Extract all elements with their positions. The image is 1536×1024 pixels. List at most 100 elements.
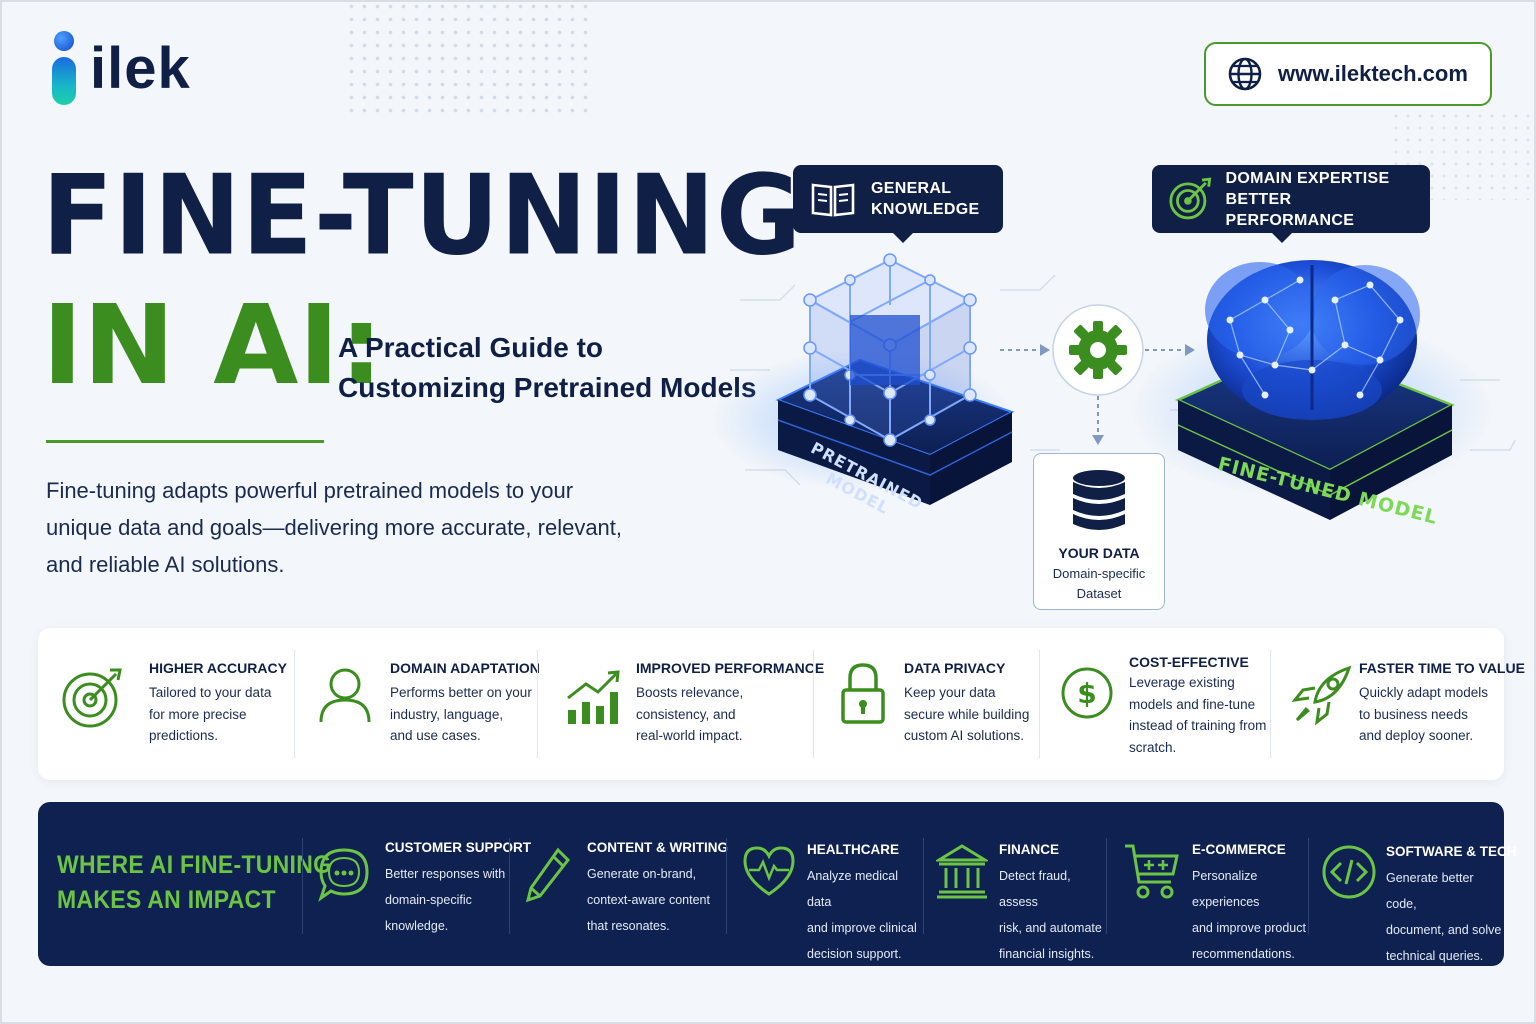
feature-line: Keep your data xyxy=(904,685,996,700)
impact-item-line: Generate better code, xyxy=(1386,871,1474,911)
divider xyxy=(1106,838,1107,934)
diagram-graphics xyxy=(712,253,1516,520)
impact-item-line: Better responses with xyxy=(385,867,506,881)
feature-title: DATA PRIVACY xyxy=(904,660,1006,676)
impact-item-title: CUSTOMER SUPPORT xyxy=(385,840,532,855)
title-underline xyxy=(46,440,324,443)
page-title-accent: IN AI: xyxy=(42,281,384,409)
feature-higher-accuracy: HIGHER ACCURACY Tailored to your data fo… xyxy=(38,628,293,780)
rocket-icon xyxy=(1291,665,1352,726)
impact-item-line: Detect fraud, assess xyxy=(999,869,1071,909)
impact-item-line: and improve product xyxy=(1192,921,1306,935)
divider xyxy=(509,838,510,934)
divider xyxy=(294,650,295,758)
feature-line: scratch. xyxy=(1129,739,1177,755)
divider xyxy=(1039,650,1040,758)
pencil-icon xyxy=(526,847,570,903)
callout-general-knowledge: GENERAL KNOWLEDGE xyxy=(793,165,1003,243)
callout-line: GENERAL xyxy=(871,180,952,197)
callout-line: DOMAIN EXPERTISE xyxy=(1225,169,1390,187)
subtitle-line: A Practical Guide to xyxy=(338,332,604,363)
lock-icon xyxy=(841,663,885,724)
user-icon xyxy=(319,668,371,723)
impact-item-title: CONTENT & WRITING xyxy=(587,840,728,855)
impact-item-line: document, and solve xyxy=(1386,923,1502,937)
target-icon xyxy=(62,668,122,728)
impact-e-commerce: E-COMMERCE Personalize experiences and i… xyxy=(1107,802,1307,966)
impact-item-title: SOFTWARE & TECH xyxy=(1386,844,1517,859)
feature-line: and use cases. xyxy=(390,728,481,743)
logo-mark-icon xyxy=(50,31,80,105)
feature-line: models and fine-tune xyxy=(1129,696,1256,712)
impact-item-line: Personalize experiences xyxy=(1192,869,1260,909)
decorative-dots xyxy=(345,0,595,115)
impact-section: WHERE AI FINE-TUNING MAKES AN IMPACT CUS… xyxy=(38,802,1517,966)
brand-name: ilek xyxy=(90,35,191,101)
feature-title: HIGHER ACCURACY xyxy=(149,660,287,676)
impact-content-writing: CONTENT & WRITING Generate on-brand, con… xyxy=(510,802,728,966)
callout-domain-expertise: DOMAIN EXPERTISE BETTER PERFORMANCE xyxy=(1152,165,1430,243)
brand-logo[interactable]: ilek xyxy=(50,28,191,108)
impact-healthcare: HEALTHCARE Analyze medical data and impr… xyxy=(727,802,923,966)
dollar-icon: $ xyxy=(1061,667,1113,719)
divider xyxy=(1308,838,1309,934)
divider xyxy=(302,838,303,934)
feature-line: Boosts relevance, xyxy=(636,685,744,700)
divider xyxy=(813,650,814,758)
feature-line: Performs better on your xyxy=(390,685,532,700)
impact-item-title: HEALTHCARE xyxy=(807,842,899,857)
svg-text:$: $ xyxy=(1077,677,1096,710)
target-icon xyxy=(1169,177,1212,220)
impact-item-line: recommendations. xyxy=(1192,947,1295,961)
feature-line: Quickly adapt models xyxy=(1359,685,1489,700)
feature-line: to business needs xyxy=(1359,706,1468,722)
feature-domain-adaptation: DOMAIN ADAPTATION Performs better on you… xyxy=(295,628,540,780)
impact-item-line: financial insights. xyxy=(999,947,1095,961)
gear-icon xyxy=(1069,321,1127,379)
growth-chart-icon xyxy=(567,670,620,724)
feature-line: predictions. xyxy=(149,728,219,743)
website-link[interactable]: www.ilektech.com xyxy=(1204,42,1492,106)
feature-improved-performance: IMPROVED PERFORMANCE Boosts relevance, c… xyxy=(538,628,824,780)
intro-text: Fine-tuning adapts powerful pretrained m… xyxy=(46,478,623,577)
your-data-line: Dataset xyxy=(1076,586,1122,601)
page-title: FINE-TUNING xyxy=(42,150,803,280)
your-data-box: YOUR DATA Domain-specific Dataset xyxy=(1033,453,1165,610)
divider xyxy=(537,650,538,758)
code-icon xyxy=(1322,845,1376,899)
your-data-line: Domain-specific xyxy=(1052,566,1146,581)
your-data-title: YOUR DATA xyxy=(1058,545,1140,561)
website-url: www.ilektech.com xyxy=(1278,61,1468,86)
impact-software-tech: SOFTWARE & TECH Generate better code, do… xyxy=(1309,802,1517,966)
feature-line: custom AI solutions. xyxy=(904,728,1025,743)
impact-title-line: MAKES AN IMPACT xyxy=(57,886,276,914)
feature-data-privacy: DATA PRIVACY Keep your data secure while… xyxy=(814,628,1039,780)
benefits-card: HIGHER ACCURACY Tailored to your data fo… xyxy=(38,628,1525,780)
impact-item-line: Analyze medical data xyxy=(807,869,899,909)
bank-icon xyxy=(936,844,988,899)
chat-icon xyxy=(318,848,369,902)
feature-line: industry, language, xyxy=(390,706,504,722)
impact-item-line: and improve clinical xyxy=(807,921,917,935)
impact-title-line: WHERE AI FINE-TUNING xyxy=(57,851,332,879)
feature-faster-time-to-value: FASTER TIME TO VALUE Quickly adapt model… xyxy=(1271,628,1525,780)
impact-item-title: E-COMMERCE xyxy=(1192,842,1286,857)
impact-item-line: context-aware content xyxy=(587,893,710,907)
feature-line: consistency, and xyxy=(636,706,736,722)
feature-line: secure while building xyxy=(904,706,1030,722)
impact-customer-support: CUSTOMER SUPPORT Better responses with d… xyxy=(303,802,531,966)
feature-title: FASTER TIME TO VALUE xyxy=(1359,660,1525,676)
impact-title: WHERE AI FINE-TUNING MAKES AN IMPACT xyxy=(57,848,331,918)
fine-tuning-diagram: GENERAL KNOWLEDGE DOMAIN EXPERTISE BETTE… xyxy=(700,150,1520,620)
feature-line: real-world impact. xyxy=(636,728,743,743)
brain-icon xyxy=(1205,260,1420,420)
feature-line: and deploy sooner. xyxy=(1359,728,1474,743)
page-subtitle: A Practical Guide to Customizing Pretrai… xyxy=(338,328,757,408)
cart-icon xyxy=(1125,844,1179,899)
subtitle-line: Customizing Pretrained Models xyxy=(338,372,757,403)
impact-finance: FINANCE Detect fraud, assess risk, and a… xyxy=(924,802,1106,966)
divider xyxy=(923,838,924,934)
impact-item-line: risk, and automate xyxy=(999,921,1102,935)
feature-title: DOMAIN ADAPTATION xyxy=(390,660,540,676)
